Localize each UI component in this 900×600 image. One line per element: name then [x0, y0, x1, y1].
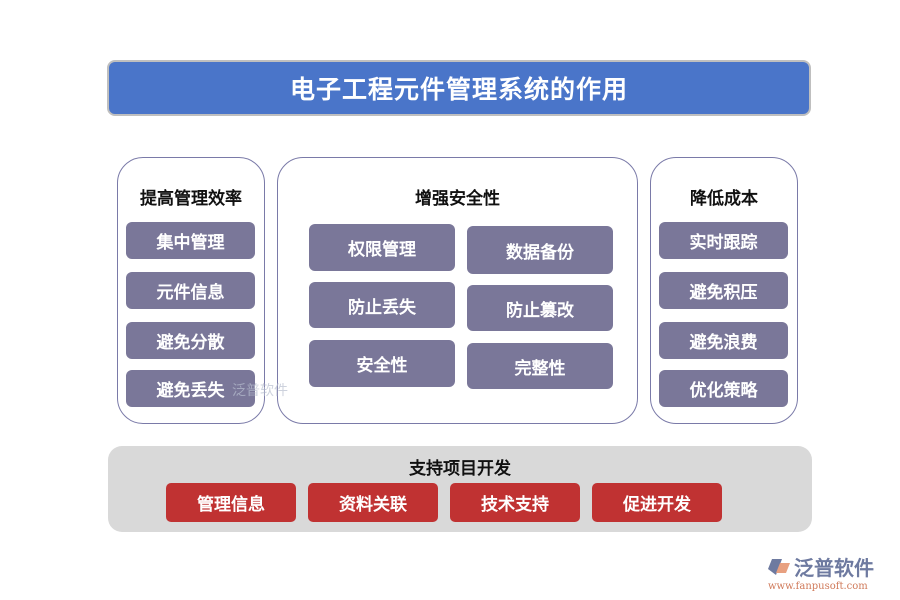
item-security-5: 安全性: [309, 340, 455, 387]
item-efficiency-4: 避免丢失: [126, 370, 255, 407]
panel-title-project-support: 支持项目开发: [409, 459, 511, 479]
logo-url: www.fanpusoft.com: [768, 581, 868, 592]
item-security-2: 数据备份: [467, 226, 613, 274]
logo-icon: [768, 558, 790, 575]
brand-logo: 泛普软件 www.fanpusoft.com: [768, 552, 893, 592]
item-security-1: 权限管理: [309, 224, 455, 271]
panel-project-support: 支持项目开发 管理信息 资料关联 技术支持 促进开发: [108, 446, 812, 532]
item-efficiency-1: 集中管理: [126, 222, 255, 259]
panel-title-cost: 降低成本: [690, 189, 758, 209]
item-cost-3: 避免浪费: [659, 322, 788, 359]
item-security-6: 完整性: [467, 343, 613, 389]
item-efficiency-3: 避免分散: [126, 322, 255, 359]
panel-title-security: 增强安全性: [415, 189, 500, 209]
item-project-3: 技术支持: [450, 483, 580, 522]
panel-efficiency: 提高管理效率 集中管理 元件信息 避免分散 避免丢失: [117, 157, 265, 424]
item-security-4: 防止篡改: [467, 285, 613, 331]
item-project-1: 管理信息: [166, 483, 296, 522]
title-banner: 电子工程元件管理系统的作用: [107, 60, 811, 116]
item-cost-4: 优化策略: [659, 370, 788, 407]
panel-security: 增强安全性 权限管理 数据备份 防止丢失 防止篡改 安全性 完整性: [277, 157, 638, 424]
item-efficiency-2: 元件信息: [126, 272, 255, 309]
item-security-3: 防止丢失: [309, 282, 455, 328]
item-cost-1: 实时跟踪: [659, 222, 788, 259]
item-cost-2: 避免积压: [659, 272, 788, 309]
panel-cost: 降低成本 实时跟踪 避免积压 避免浪费 优化策略: [650, 157, 798, 424]
logo-name: 泛普软件: [794, 556, 874, 580]
diagram-title: 电子工程元件管理系统的作用: [289, 75, 628, 104]
item-project-2: 资料关联: [308, 483, 438, 522]
panel-title-efficiency: 提高管理效率: [140, 189, 242, 209]
item-project-4: 促进开发: [592, 483, 722, 522]
watermark: 泛普软件: [232, 383, 288, 399]
